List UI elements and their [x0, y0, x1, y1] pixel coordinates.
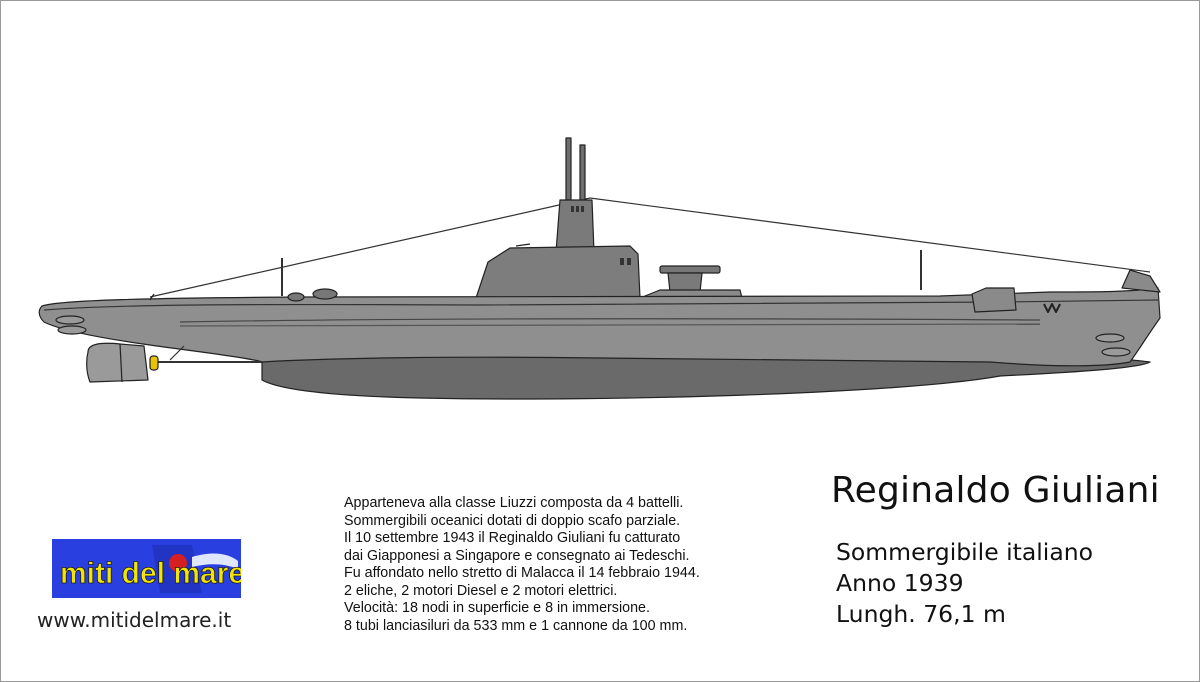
conning-tower	[475, 245, 641, 299]
submarine-illustration	[38, 137, 1161, 400]
description-line: Velocità: 18 nodi in superficie e 8 in i…	[344, 600, 650, 616]
logo: miti del mare	[52, 539, 241, 598]
description-line: Fu affondato nello stretto di Malacca il…	[344, 565, 700, 581]
description-line: 8 tubi lanciasiluri da 533 mm e 1 cannon…	[344, 617, 688, 634]
ship-length: Lungh. 76,1 m	[836, 600, 1006, 628]
hull-upper	[38, 287, 1161, 367]
periscope-housing	[555, 199, 595, 253]
website-link[interactable]: www.mitidelmare.it	[37, 608, 232, 632]
description-line: Il 10 settembre 1943 il Reginaldo Giulia…	[344, 530, 681, 546]
propeller	[149, 355, 159, 371]
description-text: Apparteneva alla classe Liuzzi composta …	[344, 495, 784, 635]
logo-text: miti del mare	[60, 557, 241, 590]
logo-background	[52, 539, 241, 598]
description-line: Sommergibili oceanici dotati di doppio s…	[344, 512, 681, 529]
ship-year: Anno 1939	[836, 569, 964, 597]
description-line: Apparteneva alla classe Liuzzi composta …	[344, 495, 684, 511]
antenna-wire-fore	[149, 197, 591, 298]
deck-gun	[659, 265, 721, 274]
ship-type: Sommergibile italiano	[836, 538, 1094, 566]
description-line: dai Giapponesi a Singapore e consegnato …	[344, 547, 690, 564]
description-line: 2 eliche, 2 motori Diesel e 2 motori ele…	[344, 582, 618, 599]
ship-name-title: Reginaldo Giuliani	[831, 470, 1160, 511]
rudder	[86, 342, 149, 383]
ship-specs: Sommergibile italiano Anno 1939 Lungh. 7…	[836, 537, 1093, 630]
antenna-wire-aft	[589, 197, 1151, 273]
